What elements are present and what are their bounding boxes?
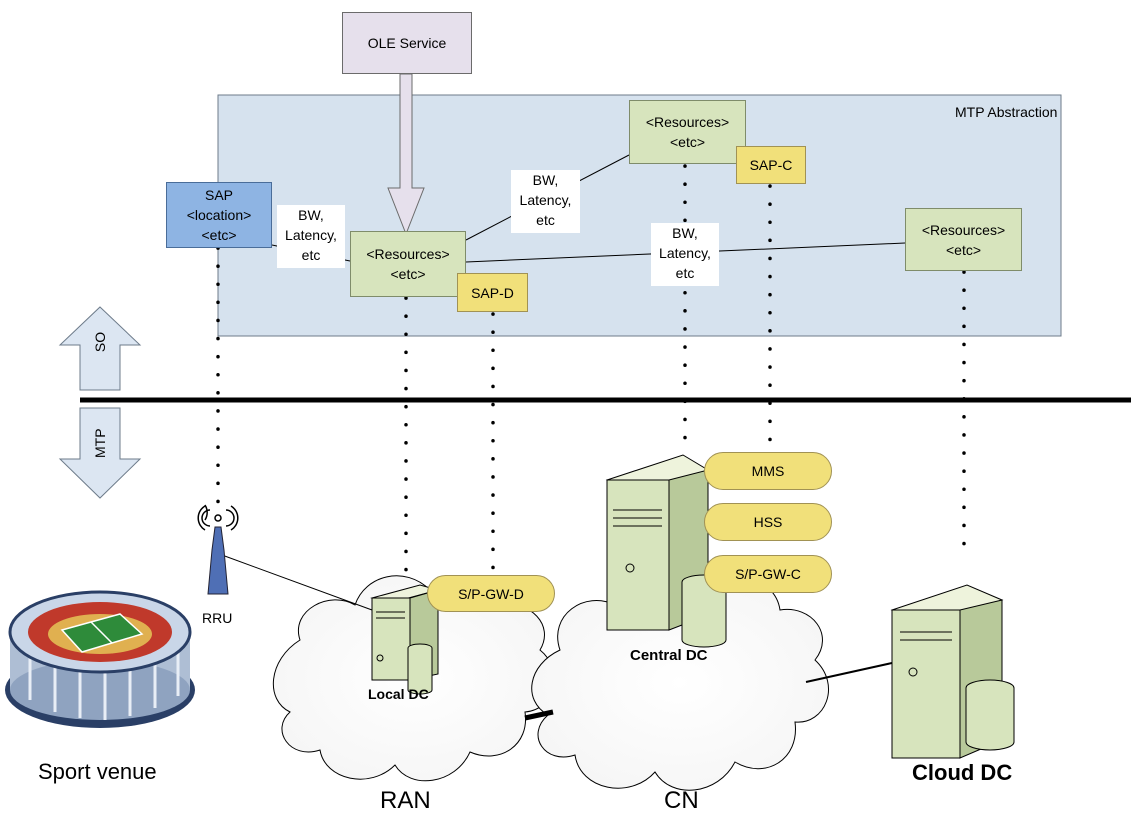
sap-box-line2: <location> xyxy=(186,207,252,223)
rru-antenna-icon xyxy=(197,504,239,595)
sgw-d-label: S/P-GW-D xyxy=(458,585,524,602)
resources-local-box[interactable]: <Resources> <etc> xyxy=(350,231,466,297)
ran-cn-link xyxy=(524,709,554,721)
resources-central-line1: <Resources> xyxy=(645,114,730,130)
mtp-abstraction-label: MTP Abstraction xyxy=(955,104,1058,120)
resources-cloud-box[interactable]: <Resources> <etc> xyxy=(905,208,1022,271)
sport-venue-label: Sport venue xyxy=(38,759,157,784)
sgw-d-pill[interactable]: S/P-GW-D xyxy=(427,575,555,612)
ole-service-box[interactable]: OLE Service xyxy=(342,12,472,74)
sap-d-box[interactable]: SAP-D xyxy=(457,273,528,312)
hss-label: HSS xyxy=(753,514,783,530)
mms-pill[interactable]: MMS xyxy=(704,452,832,490)
mtp-arrow xyxy=(58,407,142,499)
link-label-local-cloud: BW, Latency, etc xyxy=(651,223,719,286)
mtp-arrow-label: MTP xyxy=(92,428,108,458)
rru-local-link xyxy=(221,554,373,611)
ole-service-arrow xyxy=(387,73,425,236)
rru-label: RRU xyxy=(202,610,233,626)
resources-cloud-line2: <etc> xyxy=(945,241,982,258)
sap-box-line3: <etc> xyxy=(201,227,237,243)
stadium-icon xyxy=(5,590,195,728)
central-dc-server-icon xyxy=(605,454,727,648)
so-arrow-label: SO xyxy=(92,331,108,353)
ole-service-label: OLE Service xyxy=(367,35,447,51)
sgw-c-pill[interactable]: S/P-GW-C xyxy=(704,555,832,593)
sgw-c-label: S/P-GW-C xyxy=(735,566,801,582)
local-dc-label: Local DC xyxy=(368,686,429,702)
resources-local-line2: <etc> xyxy=(390,266,426,282)
sap-c-label: SAP-C xyxy=(749,157,793,173)
link-label-local-central: BW, Latency, etc xyxy=(511,170,580,233)
sap-d-label: SAP-D xyxy=(471,284,514,301)
resources-central-line2: <etc> xyxy=(669,134,706,150)
cloud-dc-label: Cloud DC xyxy=(912,760,1013,785)
central-cloud-link xyxy=(805,662,893,683)
sap-box-line1: SAP xyxy=(204,187,233,203)
so-arrow xyxy=(58,306,142,391)
resources-local-line1: <Resources> xyxy=(366,246,450,262)
resources-central-box[interactable]: <Resources> <etc> xyxy=(629,100,746,164)
dotted-traces xyxy=(216,164,966,582)
link-label-sap-local: BW, Latency, etc xyxy=(277,205,345,268)
sap-c-box[interactable]: SAP-C xyxy=(736,146,806,184)
hss-pill[interactable]: HSS xyxy=(704,503,832,541)
sap-location-box[interactable]: SAP <location> <etc> xyxy=(166,182,272,248)
mms-label: MMS xyxy=(751,463,785,479)
cloud-dc-server-icon xyxy=(890,584,1015,759)
ran-label: RAN xyxy=(380,787,431,814)
central-dc-label: Central DC xyxy=(630,647,708,664)
resources-cloud-line1: <Resources> xyxy=(921,221,1006,238)
local-dc-server-icon xyxy=(370,584,440,695)
cn-label: CN xyxy=(664,787,699,814)
